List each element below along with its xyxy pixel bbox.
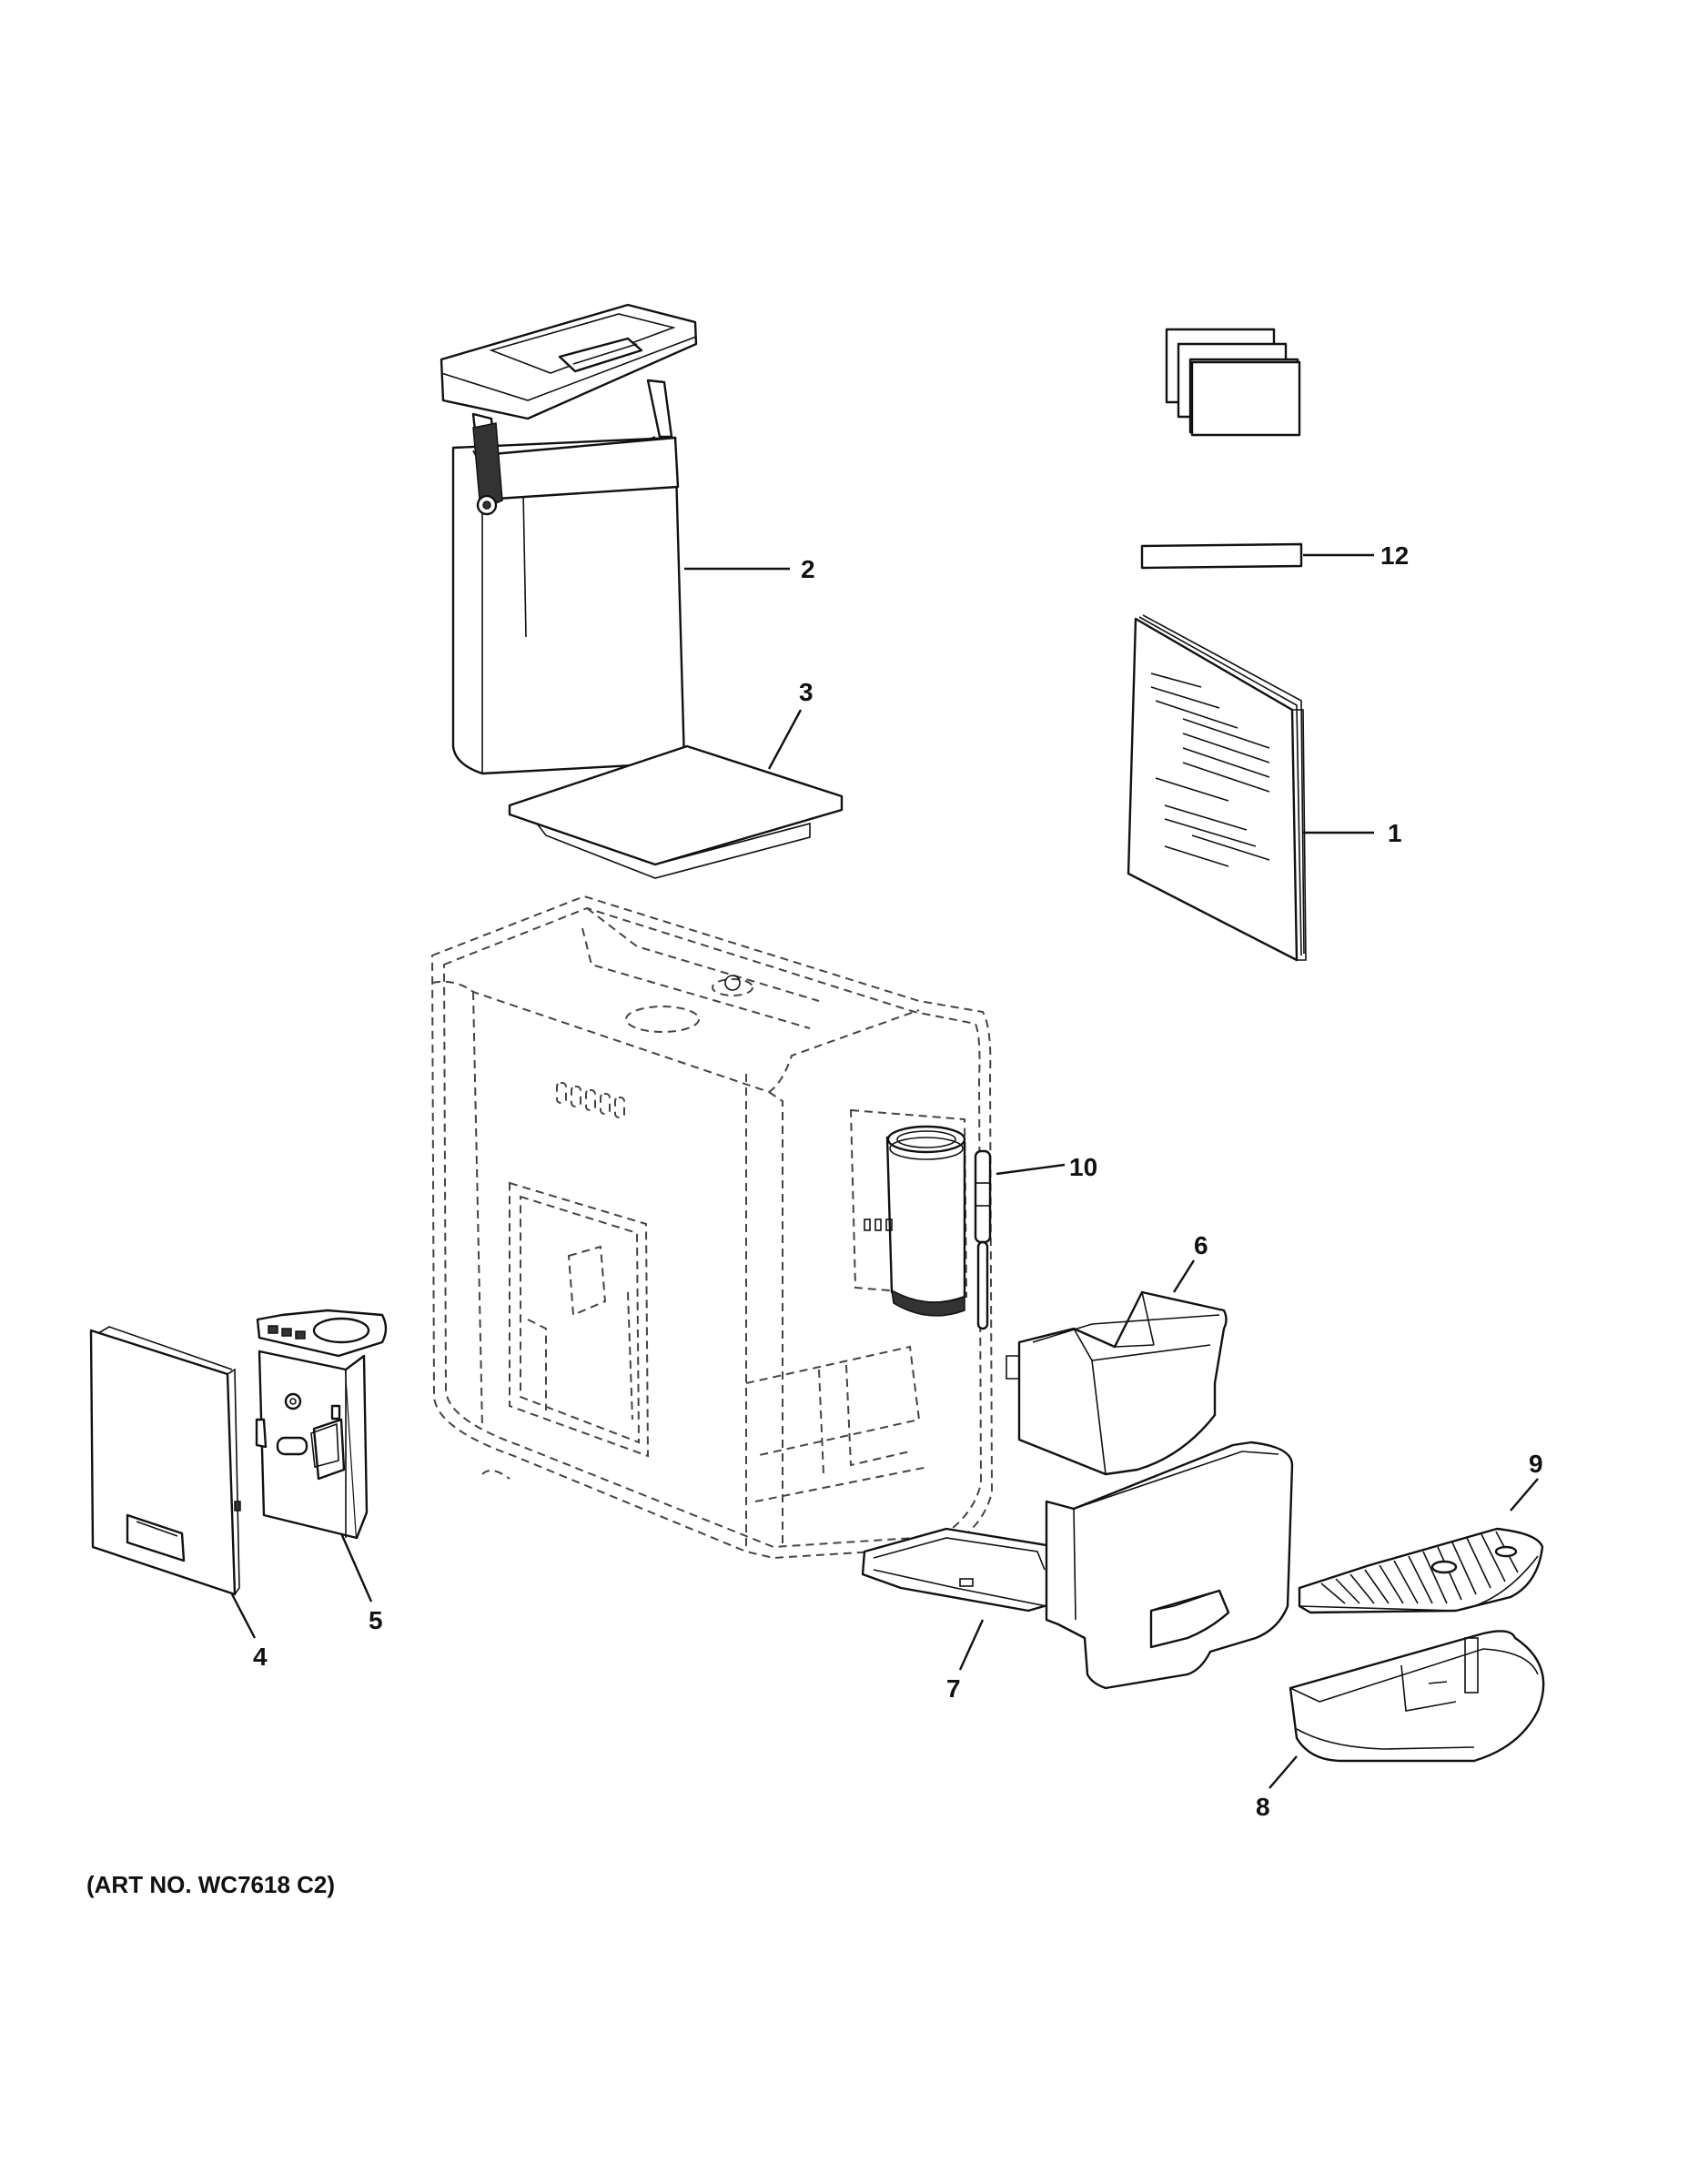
art-number: (ART NO. WC7618 C2) [86,1871,335,1898]
leader-lines [230,553,1539,1789]
callout-2: 2 [801,555,815,583]
callout-5: 5 [369,1606,383,1634]
cards-stack [1165,328,1301,437]
callout-9: 9 [1529,1450,1543,1478]
part-9-drip-grid [1298,1527,1544,1614]
callout-4: 4 [253,1643,268,1671]
part-1-owners-manual [1127,614,1307,962]
part-2-water-tank [440,303,698,775]
part-8-drip-tray [1289,1630,1545,1763]
part-7-drip-tray-housing [861,1441,1294,1690]
callout-6: 6 [1194,1231,1208,1259]
callout-10: 10 [1069,1153,1097,1181]
part-12-strip [1140,542,1303,570]
part-4-side-door [89,1326,241,1596]
part-10-dispenser-assembly [849,1108,992,1330]
machine-body-outline [430,895,994,1560]
part-5-brew-unit [255,1309,388,1540]
part-6-grounds-container [1006,1290,1228,1476]
callout-labels: 2 3 12 1 10 6 9 7 8 5 4 [253,541,1543,1821]
callout-3: 3 [799,678,814,706]
callout-12: 12 [1380,541,1409,570]
callout-7: 7 [946,1674,961,1703]
callout-8: 8 [1256,1793,1270,1821]
callout-1: 1 [1388,819,1402,847]
part-3-tank-lid [508,744,844,879]
